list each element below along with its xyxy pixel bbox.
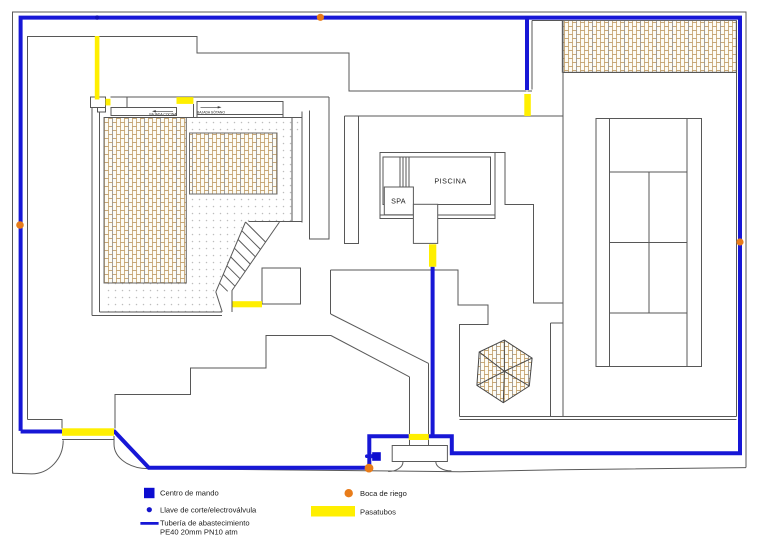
svg-text:Tubería de abastecimiento: Tubería de abastecimiento	[160, 518, 250, 527]
svg-text:PISCINA: PISCINA	[434, 177, 466, 186]
svg-text:Boca de riego: Boca de riego	[360, 489, 407, 498]
svg-text:Llave de corte/electroválvula: Llave de corte/electroválvula	[160, 505, 257, 514]
svg-text:Pasatubos: Pasatubos	[360, 507, 396, 516]
svg-text:PE40 20mm PN10 atm: PE40 20mm PN10 atm	[160, 528, 238, 537]
svg-text:SPA: SPA	[391, 197, 406, 206]
svg-text:BAJADA SÓTANO: BAJADA SÓTANO	[197, 110, 225, 115]
svg-text:BAJADA COCINA: BAJADA COCINA	[149, 112, 177, 116]
svg-text:Centro de mando: Centro de mando	[160, 488, 219, 497]
